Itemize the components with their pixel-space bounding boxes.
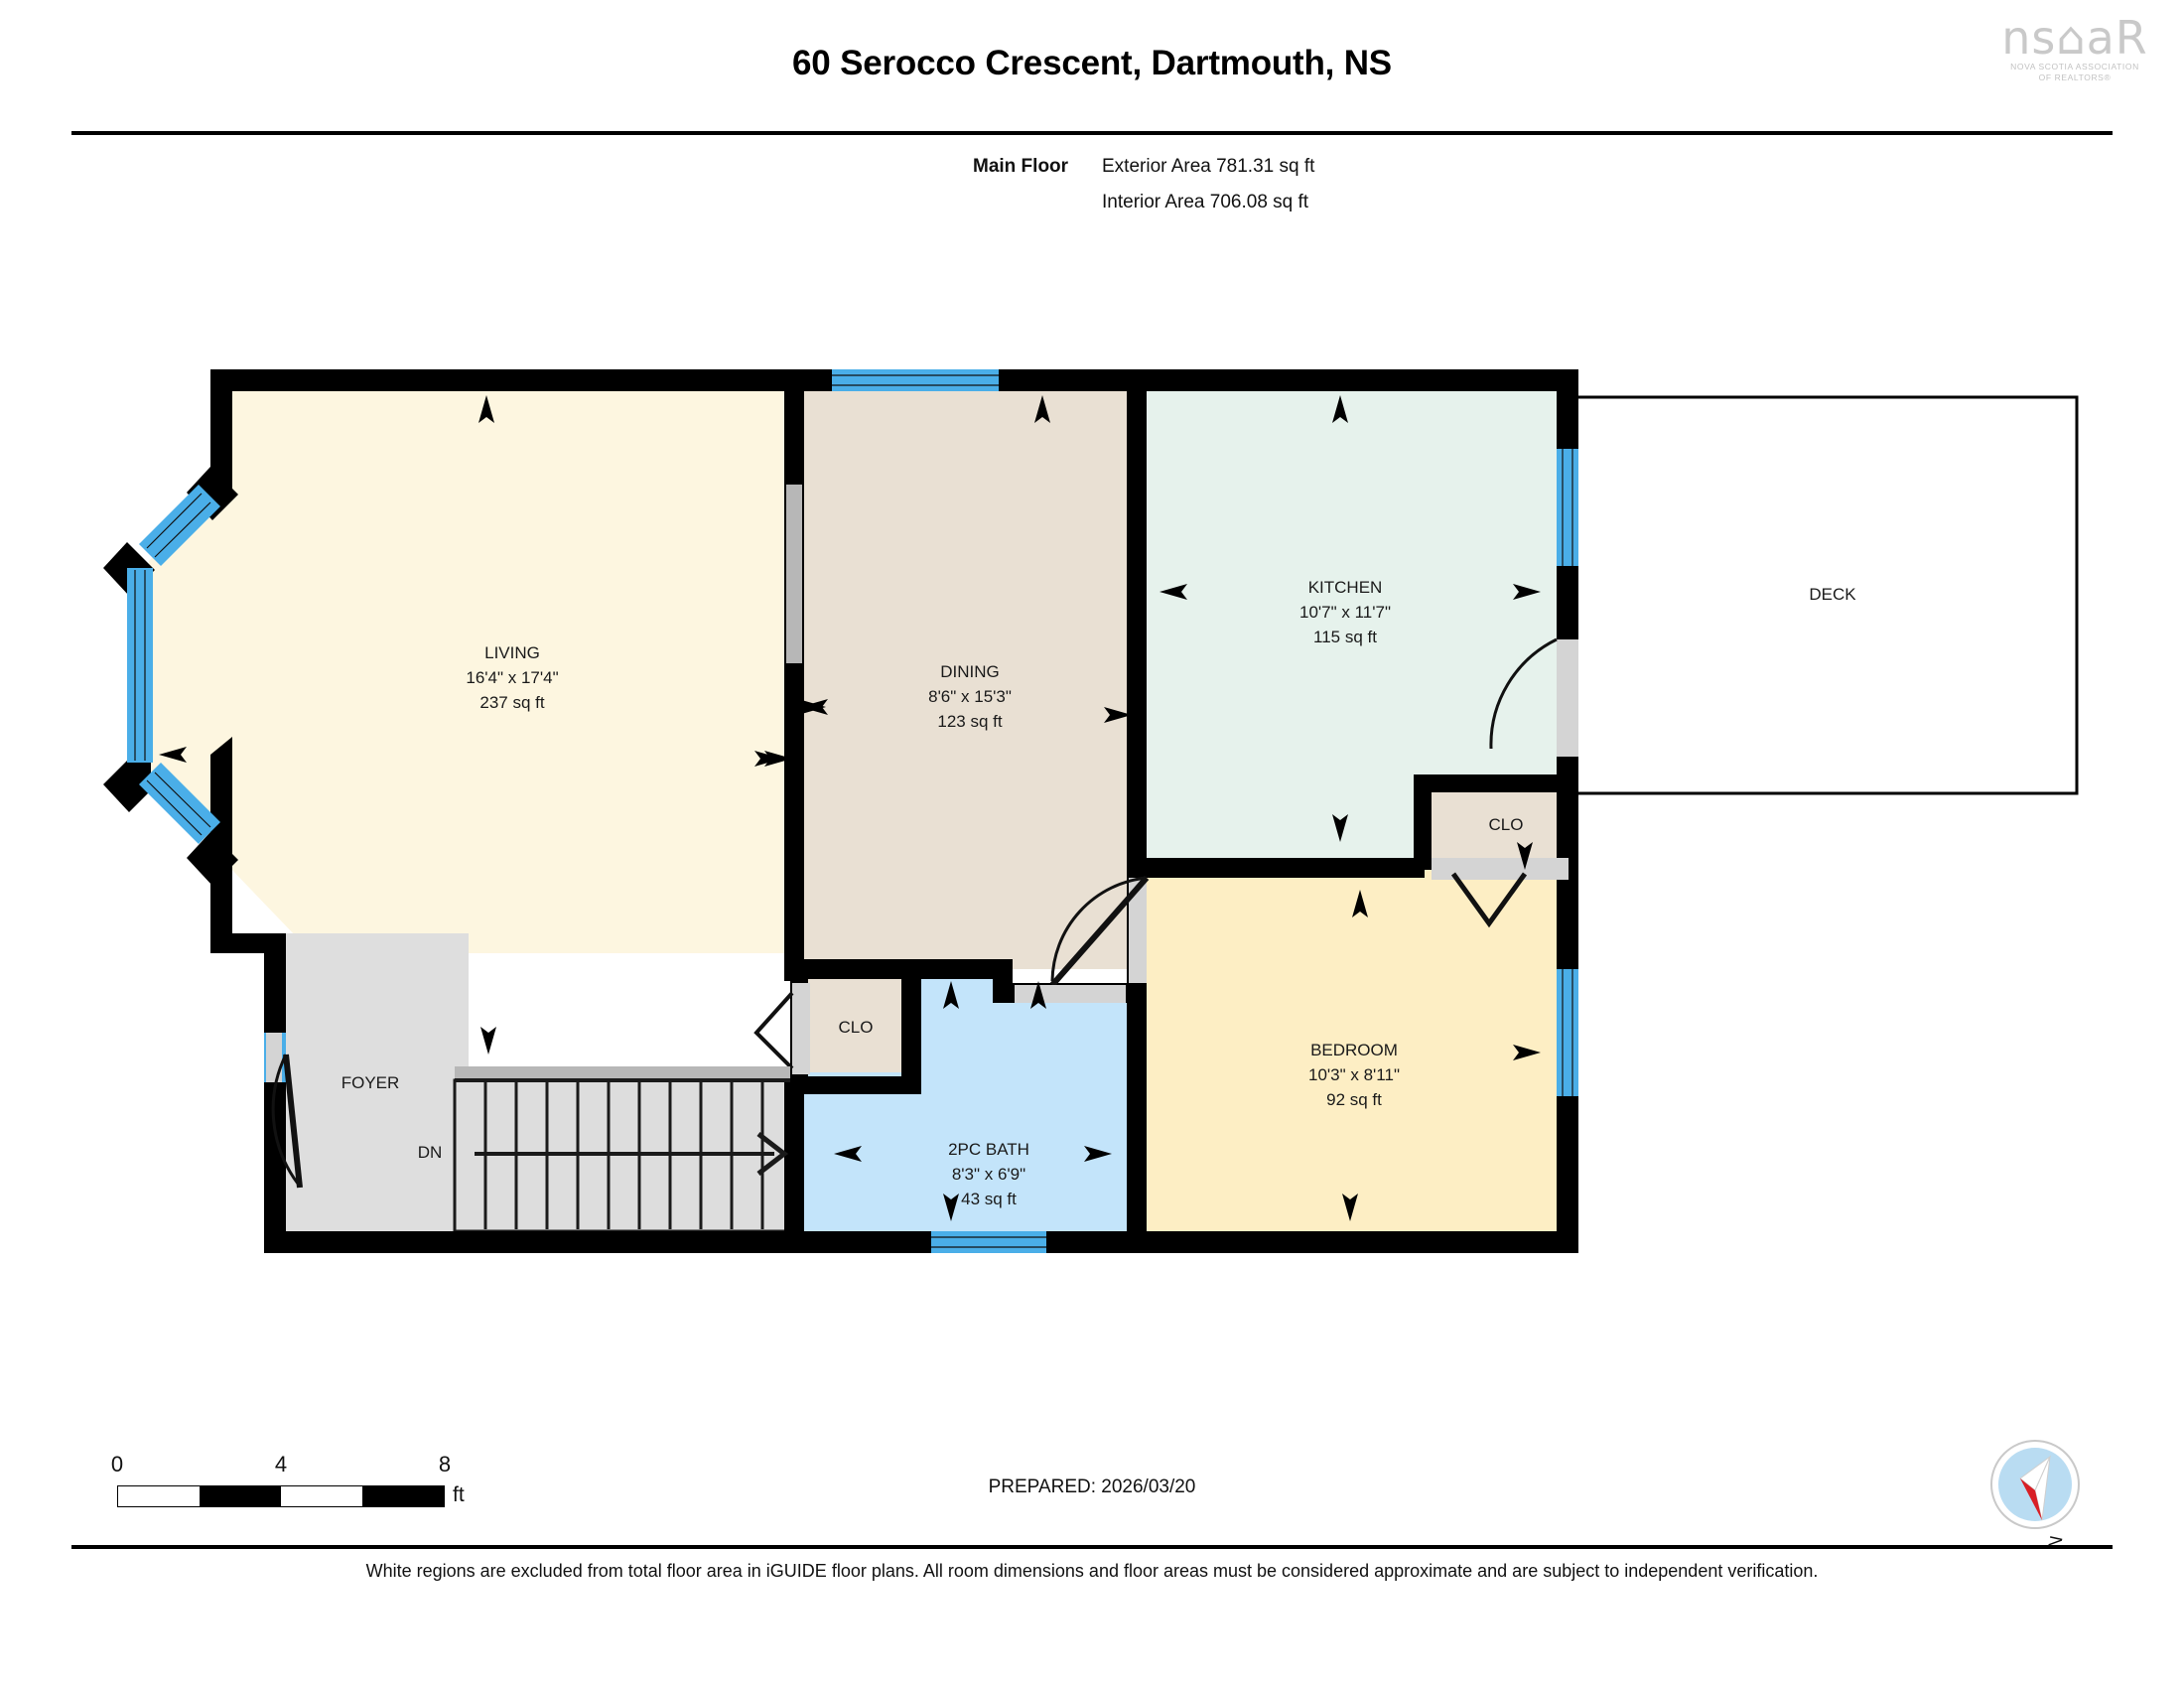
stairs [455, 1066, 790, 1229]
scale-tick-0: 0 [110, 1452, 124, 1477]
room-label-bath: 2PC BATH 8'3" x 6'9" 43 sq ft [948, 1140, 1029, 1208]
title-divider [71, 131, 2113, 135]
label-closet-2: CLO [1489, 815, 1524, 834]
nsar-logo-line2: OF REALTORS® [2038, 72, 2112, 82]
room-label-kitchen: KITCHEN 10'7" x 11'7" 115 sq ft [1299, 578, 1391, 646]
bay-windows [127, 485, 220, 844]
room-dim-dining: 8'6" x 15'3" [928, 687, 1012, 706]
room-name-bath: 2PC BATH [948, 1140, 1029, 1159]
scale-segment-2 [200, 1486, 281, 1506]
disclaimer-text: White regions are excluded from total fl… [365, 1561, 1819, 1581]
scale-segment-4 [362, 1486, 444, 1506]
room-fill-living [149, 385, 794, 953]
room-fill-foyer [280, 933, 469, 1231]
room-name-dining: DINING [940, 662, 1000, 681]
scale-unit-label: ft [453, 1483, 465, 1506]
room-label-bedroom: BEDROOM 10'3" x 8'11" 92 sq ft [1308, 1041, 1400, 1109]
view-direction-arrows [159, 395, 1541, 1221]
room-dim-bath: 8'3" x 6'9" [952, 1165, 1025, 1184]
room-name-kitchen: KITCHEN [1308, 578, 1383, 597]
room-label-dining: DINING 8'6" x 15'3" 123 sq ft [928, 662, 1012, 731]
scale-segment-3 [281, 1486, 362, 1506]
room-fill-dining [794, 385, 1137, 969]
deck-region [1557, 395, 2079, 795]
room-area-kitchen: 115 sq ft [1313, 628, 1377, 646]
room-fill-bedroom [1137, 868, 1564, 1237]
door-openings [266, 485, 1578, 1189]
floor-summary: Main Floor Exterior Area 781.31 sq ft In… [973, 149, 1668, 220]
label-foyer: FOYER [341, 1073, 400, 1092]
room-fill-closet-right [1414, 784, 1568, 868]
nsar-logo-line1: NOVA SCOTIA ASSOCIATION [2010, 62, 2139, 71]
nsar-logo-mark: ns⌂aR [2001, 11, 2148, 65]
floor-label: Main Floor [973, 156, 1069, 177]
room-name-bedroom: BEDROOM [1310, 1041, 1398, 1059]
room-dim-living: 16'4" x 17'4" [466, 668, 558, 687]
room-fill-closet-left [800, 977, 911, 1072]
label-deck: DECK [1809, 585, 1856, 604]
scale-tick-8: 8 [438, 1452, 452, 1477]
compass-rose: N [1980, 1433, 2090, 1557]
label-stairs-dn: DN [418, 1143, 443, 1162]
scale-bar [117, 1485, 445, 1507]
scale-tick-labels: 0 4 8 [111, 1452, 451, 1477]
floor-summary-row-interior: Interior Area 706.08 sq ft [973, 185, 1668, 220]
exterior-area: Exterior Area 781.31 sq ft [1102, 156, 1315, 177]
room-area-dining: 123 sq ft [937, 712, 1002, 731]
room-area-bedroom: 92 sq ft [1326, 1090, 1382, 1109]
room-area-living: 237 sq ft [479, 693, 544, 712]
room-dim-bedroom: 10'3" x 8'11" [1308, 1065, 1400, 1084]
room-area-bath: 43 sq ft [961, 1190, 1017, 1208]
label-closet-1: CLO [839, 1018, 874, 1037]
floor-summary-row-exterior: Main Floor Exterior Area 781.31 sq ft [973, 149, 1668, 185]
room-dim-kitchen: 10'7" x 11'7" [1299, 603, 1391, 622]
room-name-living: LIVING [484, 643, 540, 662]
nsar-logo: ns⌂aR NOVA SCOTIA ASSOCIATION OF REALTOR… [1985, 14, 2164, 91]
scale-segment-1 [118, 1486, 200, 1506]
page-title: 60 Serocco Crescent, Dartmouth, NS [792, 44, 1392, 82]
interior-area: Interior Area 706.08 sq ft [1102, 192, 1309, 212]
footer-divider [71, 1545, 2113, 1549]
room-label-living: LIVING 16'4" x 17'4" 237 sq ft [466, 643, 558, 712]
prepared-date: PREPARED: 2026/03/20 [988, 1477, 1196, 1497]
scale-tick-4: 4 [274, 1452, 288, 1477]
